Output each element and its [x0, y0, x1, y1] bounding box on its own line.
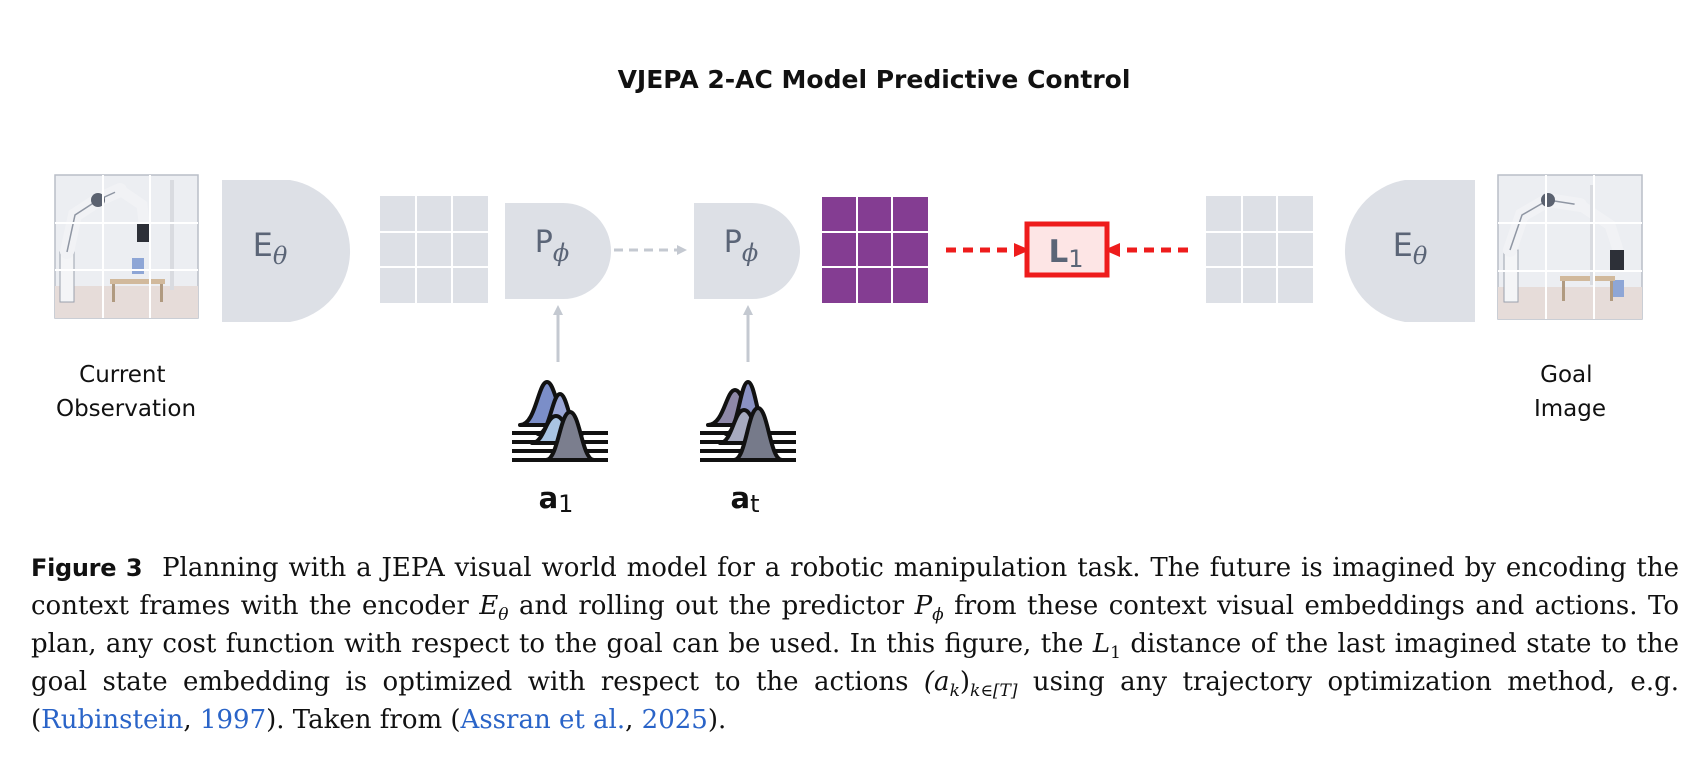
caption-text: distance of the last imagined state to t…	[31, 629, 1679, 697]
citation-assran-year[interactable]: 2025	[641, 705, 708, 735]
citation-rubinstein-author[interactable]: Rubinstein	[41, 705, 184, 735]
predictor-2-label: Pϕ	[724, 225, 758, 267]
goal-image	[1497, 174, 1643, 320]
caption-text: from these context visual embeddings and…	[31, 591, 1679, 659]
math-loss-sub: 1	[1110, 643, 1121, 664]
math-phi: ϕ	[932, 605, 944, 626]
caption-text: ,	[625, 705, 642, 735]
predictor-1-label: Pϕ	[535, 225, 569, 267]
encoder-left: Eθ	[222, 180, 351, 322]
predictor-2: Pϕ	[694, 203, 800, 299]
current-observation-label: Current Observation	[56, 362, 196, 422]
caption-text: and rolling out the predictor	[508, 591, 915, 621]
current-observation-image	[54, 174, 199, 319]
mpc-diagram: VJEPA 2-AC Model Predictive Control Eθ	[54, 65, 1643, 518]
action-t-label: at	[731, 481, 760, 518]
predictor-1: Pϕ	[505, 203, 611, 299]
math-range: k∈[T]	[970, 681, 1018, 702]
action-1-distribution-icon	[512, 380, 608, 462]
figure-title: VJEPA 2-AC Model Predictive Control	[618, 65, 1131, 94]
goal-image-label: Goal Image	[1534, 362, 1606, 422]
math-theta: θ	[498, 605, 509, 626]
encoder-right-label: Eθ	[1393, 226, 1428, 270]
encoder-right: Eθ	[1344, 180, 1475, 322]
figure-label: Figure 3	[31, 554, 143, 582]
predicted-embedding-grid	[822, 197, 928, 303]
caption-text: ,	[183, 705, 200, 735]
encoder-left-label: Eθ	[253, 226, 288, 270]
l1-loss-label: L1	[1048, 234, 1083, 273]
math-actions: (a	[923, 667, 950, 697]
action-t-distribution-icon	[700, 380, 796, 462]
citation-rubinstein-year[interactable]: 1997	[199, 705, 267, 735]
citation-assran-author[interactable]: Assran et al.	[460, 705, 626, 735]
l1-loss-box: L1	[1024, 221, 1110, 278]
math-close: )	[959, 667, 971, 697]
action-1-label: a1	[539, 481, 574, 518]
caption-text: ). Taken from (	[266, 705, 461, 735]
caption-text: ).	[707, 705, 727, 735]
math-predictor: P	[914, 591, 933, 621]
math-loss: L	[1092, 629, 1111, 659]
math-k: k	[949, 681, 960, 702]
caption-text: Planning with a JEPA visual world model …	[31, 553, 1680, 621]
goal-embedding-grid	[1206, 196, 1313, 303]
caption-text: using any trajectory optimization method…	[31, 667, 1679, 735]
math-encoder: E	[479, 591, 499, 621]
context-embedding-grid	[380, 196, 488, 303]
figure-caption: Figure 3 Planning with a JEPA visual wor…	[31, 549, 1679, 739]
